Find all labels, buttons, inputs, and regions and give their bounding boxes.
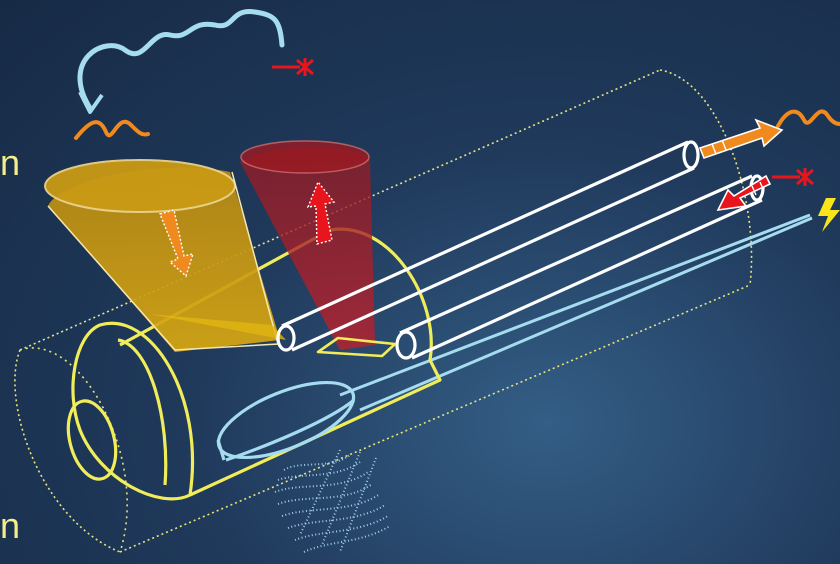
asterisk-marker-icon xyxy=(772,168,814,186)
scattered-light-texture xyxy=(274,449,391,553)
left-arrow-icon xyxy=(716,174,772,212)
right-arrow-icon xyxy=(698,118,784,160)
down-arrow-icon xyxy=(159,209,195,278)
asterisk-marker-icon xyxy=(272,58,314,76)
lightning-icon xyxy=(818,198,840,232)
up-arrow-icon xyxy=(306,180,336,245)
amber-collection-cone xyxy=(44,159,286,352)
light-path-segment xyxy=(316,336,397,358)
white-optical-fibers xyxy=(276,140,765,360)
lens-disc xyxy=(216,380,356,462)
edge-text-fragment-top: n xyxy=(0,142,21,183)
wavy-photon-icon xyxy=(776,109,840,128)
outer-housing-dotted-outline xyxy=(14,69,753,553)
excitation-photon-wave xyxy=(77,9,285,114)
wavy-photon-icon xyxy=(74,119,150,140)
light-blue-fiber xyxy=(339,213,813,412)
edge-text-fragment-bottom: n xyxy=(0,505,21,546)
